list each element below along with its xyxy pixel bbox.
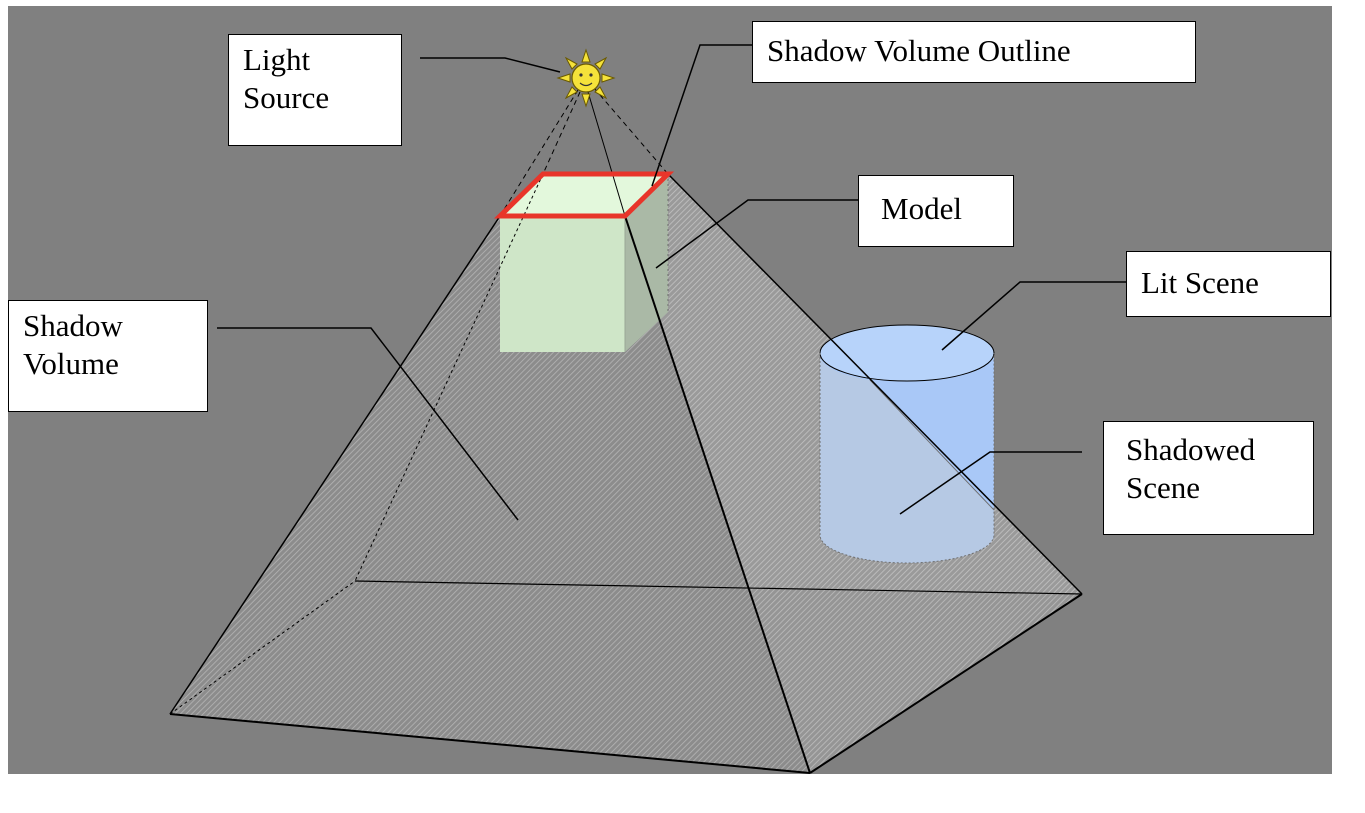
label-lit-scene-text: Lit Scene: [1141, 265, 1259, 300]
leader-lines: [217, 44, 1126, 521]
leader-light-source: [420, 57, 561, 73]
leader-lit-scene: [941, 281, 1126, 351]
label-shadowed-scene-line-1: Shadowed: [1126, 432, 1256, 467]
label-shadow-volume-outline: Shadow Volume Outline: [752, 21, 1196, 83]
label-shadow-volume-line-1: Shadow: [23, 308, 123, 343]
cylinder-top: [819, 324, 995, 382]
sun-icon: [556, 48, 616, 108]
shadow-volume-outline: [493, 171, 675, 219]
label-light-source-line-1: Light: [243, 42, 311, 77]
leader-shadowed-scene: [899, 451, 1082, 515]
label-light-source-line-2: Source: [243, 80, 330, 115]
label-model: Model: [858, 175, 1014, 247]
cylinder: [819, 324, 995, 564]
model-box: [500, 174, 669, 352]
light-rays: [499, 87, 669, 217]
model-side-face: [625, 174, 668, 352]
leader-shadow-volume-outline: [651, 44, 752, 187]
label-shadowed-scene: Shadowed Scene: [1103, 421, 1314, 535]
cylinder-shadowed-part: [819, 353, 994, 563]
pyramid-edges: [169, 173, 1083, 774]
label-lit-scene: Lit Scene: [1126, 251, 1331, 317]
model-top-face: [500, 174, 668, 216]
label-shadow-volume-line-2: Volume: [23, 346, 119, 381]
model-front-face: [500, 216, 625, 352]
label-model-text: Model: [881, 191, 962, 226]
label-shadowed-scene-line-2: Scene: [1126, 470, 1201, 505]
leader-shadow-volume: [217, 327, 519, 521]
label-light-source: Light Source: [228, 34, 402, 146]
label-shadow-volume-outline-text: Shadow Volume Outline: [767, 33, 1071, 68]
label-shadow-volume: Shadow Volume: [8, 300, 208, 412]
leader-model: [655, 199, 858, 269]
pyramid-base: [170, 581, 1082, 773]
